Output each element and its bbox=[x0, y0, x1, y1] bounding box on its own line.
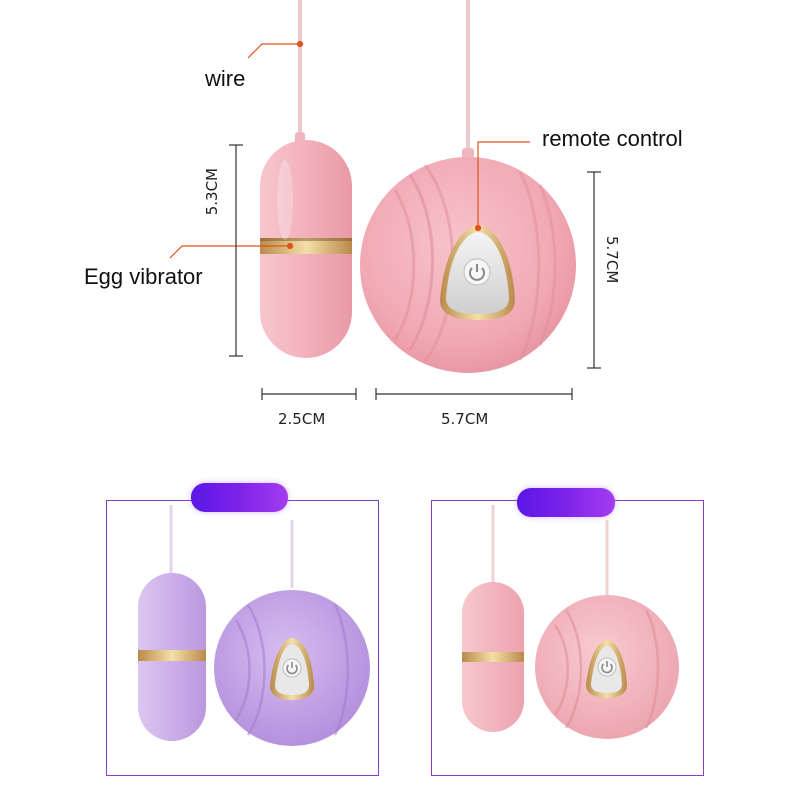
remote-height-text: 5.7CM bbox=[603, 236, 621, 284]
pink-egg bbox=[462, 505, 524, 732]
wire-label: wire bbox=[205, 66, 246, 91]
remote-leader bbox=[474, 141, 530, 232]
egg-height-dimension bbox=[229, 144, 243, 357]
pink-remote bbox=[535, 520, 679, 739]
remote-control-label: remote control bbox=[542, 126, 683, 151]
egg-leader bbox=[169, 242, 294, 259]
power-icon bbox=[463, 258, 491, 286]
power-icon bbox=[597, 657, 617, 677]
wire-leader bbox=[247, 40, 304, 59]
remote-width-text: 5.7CM bbox=[441, 410, 489, 428]
purple-egg bbox=[138, 505, 206, 741]
egg-vibrator bbox=[260, 140, 352, 358]
power-icon bbox=[282, 658, 302, 678]
egg-width-text: 2.5CM bbox=[278, 410, 326, 428]
main-product-illustration bbox=[169, 0, 601, 400]
egg-vibrator-label: Egg vibrator bbox=[84, 264, 203, 289]
purple-remote bbox=[214, 520, 370, 746]
remote-height-dimension bbox=[587, 171, 601, 369]
remote-width-dimension bbox=[375, 388, 573, 400]
variant-badge-pink bbox=[517, 488, 615, 517]
egg-width-dimension bbox=[261, 388, 357, 400]
variant-badge-purple bbox=[191, 483, 288, 512]
